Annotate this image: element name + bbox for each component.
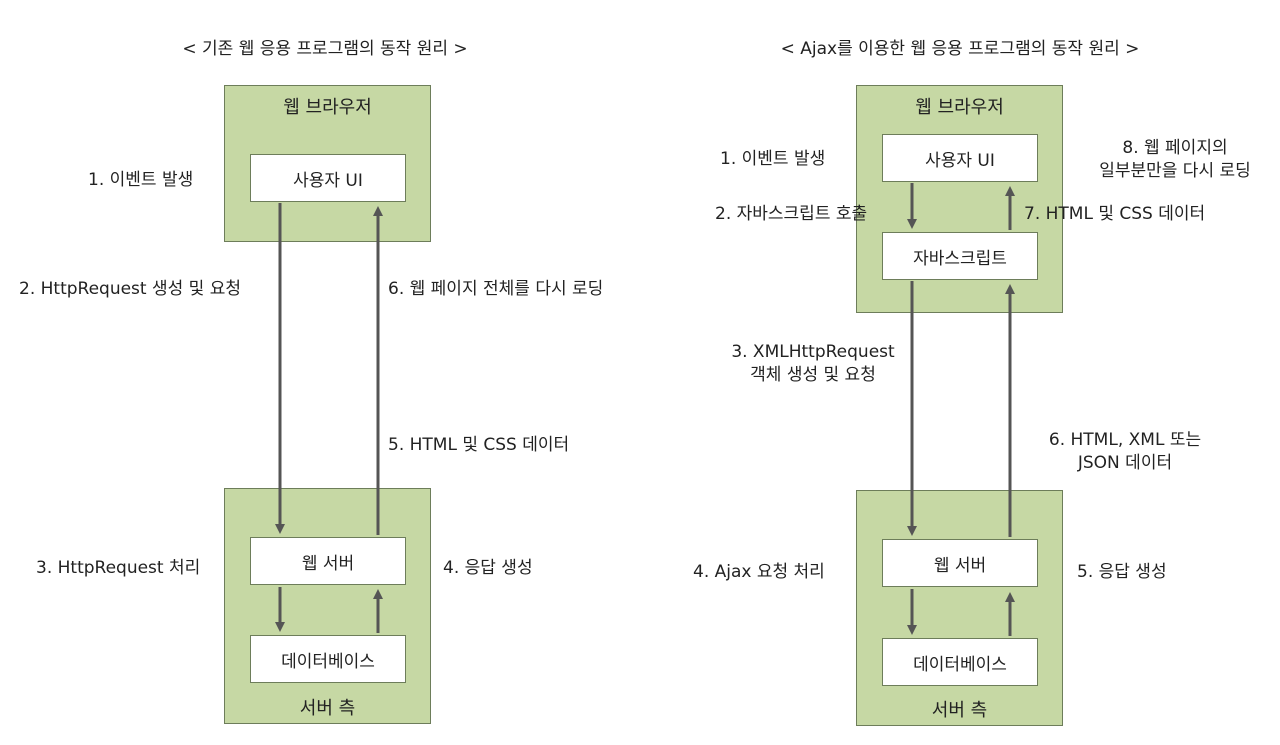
right-javascript-box: 자바스크립트 <box>882 232 1038 280</box>
right-label-response: 5. 응답 생성 <box>1077 562 1167 582</box>
right-browser-label: 웹 브라우저 <box>915 97 1004 118</box>
left-label-response: 4. 응답 생성 <box>443 558 533 578</box>
left-label-reload: 6. 웹 페이지 전체를 다시 로딩 <box>388 279 604 299</box>
right-web-server-box: 웹 서버 <box>882 539 1038 587</box>
right-label-process: 4. Ajax 요청 처리 <box>693 562 825 582</box>
left-label-event: 1. 이벤트 발생 <box>88 170 194 190</box>
right-database-box: 데이터베이스 <box>882 638 1038 686</box>
right-label-partial-line2: 일부분만을 다시 로딩 <box>1099 161 1251 181</box>
right-server-box: 서버 측 <box>856 490 1063 726</box>
left-label-request: 2. HttpRequest 생성 및 요청 <box>19 279 241 299</box>
right-label-css-data: 7. HTML 및 CSS 데이터 <box>1024 204 1206 224</box>
right-label-data-line1: 6. HTML, XML 또는 <box>1048 430 1202 450</box>
left-database-box: 데이터베이스 <box>250 635 406 683</box>
right-server-label: 서버 측 <box>931 700 988 721</box>
left-user-ui-box: 사용자 UI <box>250 154 406 202</box>
left-server-label: 서버 측 <box>299 698 356 719</box>
right-user-ui-box: 사용자 UI <box>882 134 1038 182</box>
left-server-box: 서버 측 <box>224 488 431 724</box>
left-label-process: 3. HttpRequest 처리 <box>36 558 201 578</box>
left-browser-label: 웹 브라우저 <box>283 97 372 118</box>
left-diagram-title: < 기존 웹 응용 프로그램의 동작 원리 > <box>182 39 468 59</box>
right-label-xhr-line2: 객체 생성 및 요청 <box>750 365 876 385</box>
right-label-partial-line1: 8. 웹 페이지의 <box>1122 138 1228 158</box>
right-label-event: 1. 이벤트 발생 <box>720 149 826 169</box>
left-web-server-box: 웹 서버 <box>250 537 406 585</box>
right-diagram-title: < Ajax를 이용한 웹 응용 프로그램의 동작 원리 > <box>780 39 1140 59</box>
right-label-data-line2: JSON 데이터 <box>1077 453 1173 473</box>
right-label-js-call: 2. 자바스크립트 호출 <box>715 204 868 224</box>
left-label-data: 5. HTML 및 CSS 데이터 <box>388 435 570 455</box>
right-label-xhr-line1: 3. XMLHttpRequest <box>731 342 895 362</box>
